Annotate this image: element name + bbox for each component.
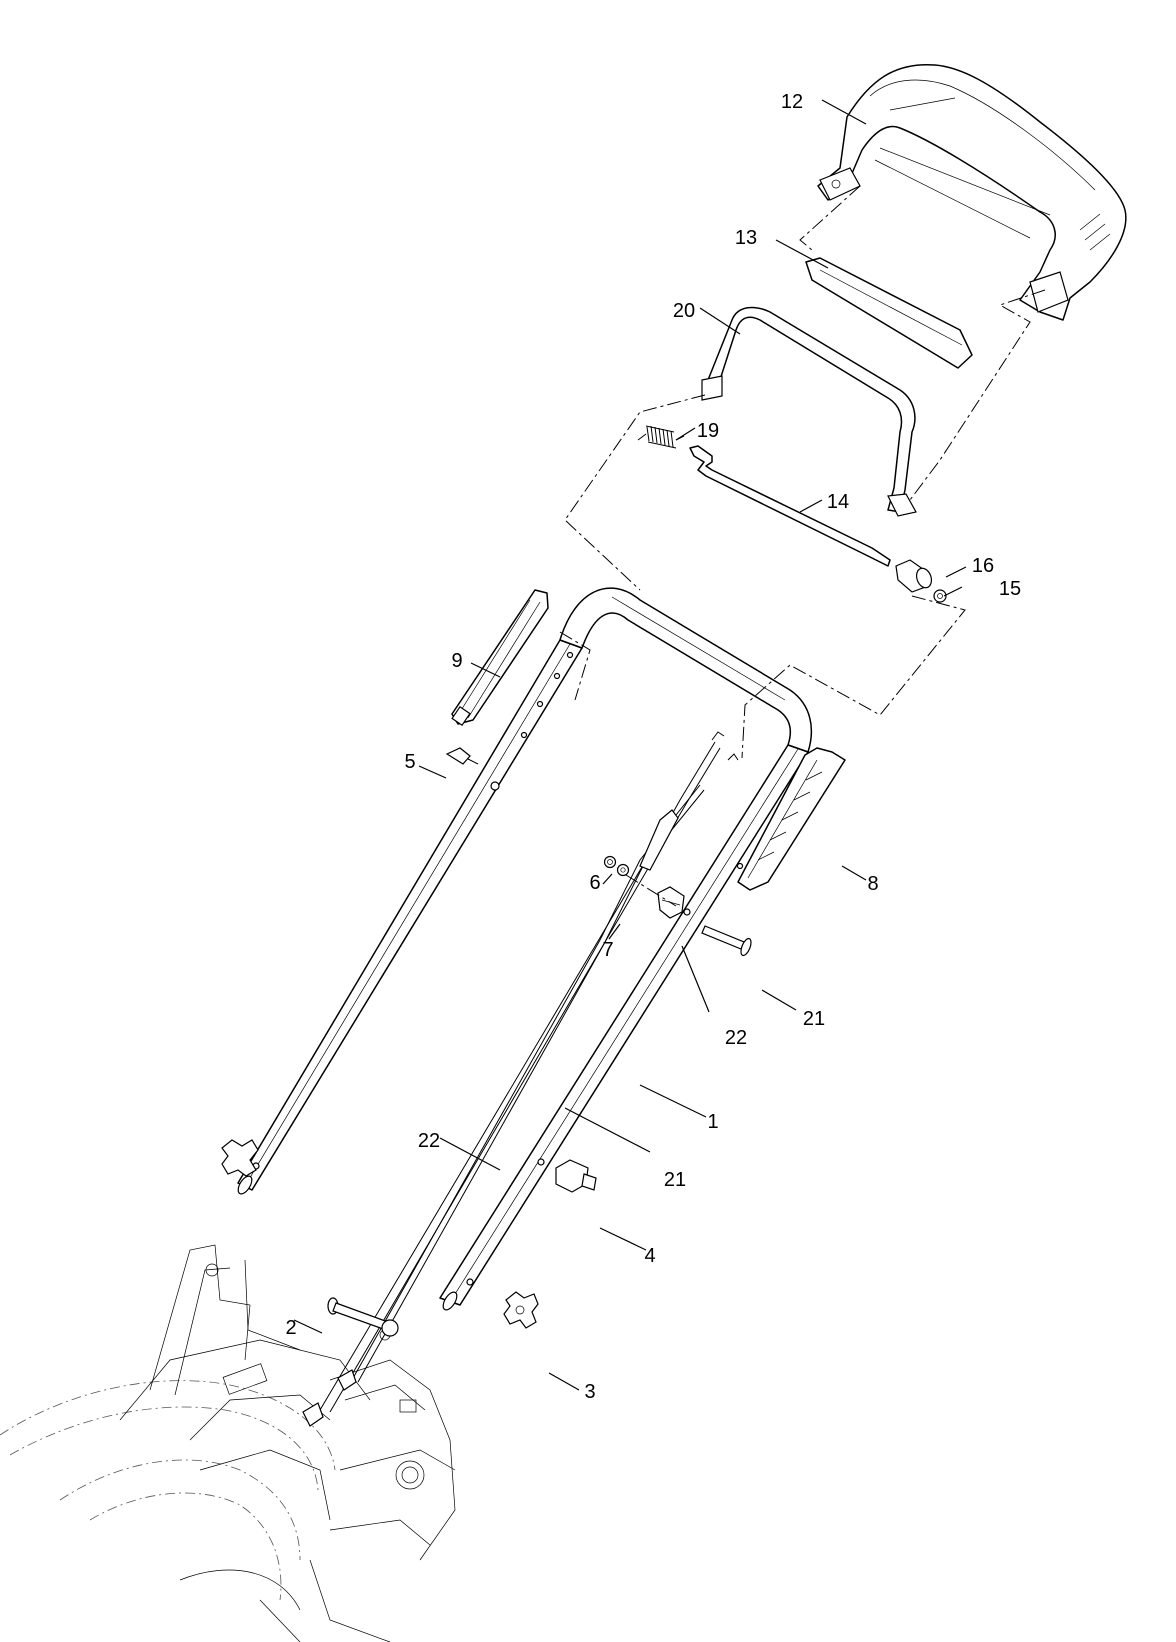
callout-20: 22	[725, 1027, 747, 1049]
callout-17: 19	[697, 420, 719, 442]
lower-handle	[221, 587, 813, 1311]
assembly-lines	[559, 185, 1046, 907]
callout-7: 7	[602, 939, 613, 961]
callout-13: 13	[735, 227, 757, 249]
callout-19: 21	[803, 1008, 825, 1030]
callout-6: 6	[589, 872, 600, 894]
part-18-bail	[701, 306, 917, 517]
callout-leaders	[293, 99, 967, 1391]
part-12-upper-handle	[817, 63, 1127, 321]
callout-9: 9	[451, 650, 462, 672]
mower-deck	[0, 1244, 456, 1642]
callout-3: 3	[584, 1381, 595, 1403]
part-9-guide	[451, 589, 549, 726]
callout-16: 16	[972, 555, 994, 577]
callout-5: 5	[404, 751, 415, 773]
part-13-pad	[805, 257, 973, 369]
callout-18: 20	[673, 300, 695, 322]
callout-12: 12	[781, 91, 803, 113]
callout-15: 15	[999, 578, 1021, 600]
callout-8: 8	[867, 873, 878, 895]
callout-4: 4	[644, 1245, 655, 1267]
control-cables	[302, 731, 739, 1427]
callout-labels: 12 13 20 19 14 16 15 9 5 6 8 7 21 22 1 2…	[285, 91, 1021, 1403]
part-16-15	[895, 559, 947, 603]
fasteners	[327, 747, 752, 1337]
part-17-spring	[637, 425, 685, 449]
callout-1: 1	[707, 1111, 718, 1133]
callout-22: 22	[418, 1130, 440, 1152]
callout-2: 2	[285, 1317, 296, 1339]
part-14-rod	[689, 445, 891, 567]
callout-14: 14	[827, 491, 849, 513]
callout-21: 21	[664, 1169, 686, 1191]
part-8-guide	[737, 747, 846, 891]
